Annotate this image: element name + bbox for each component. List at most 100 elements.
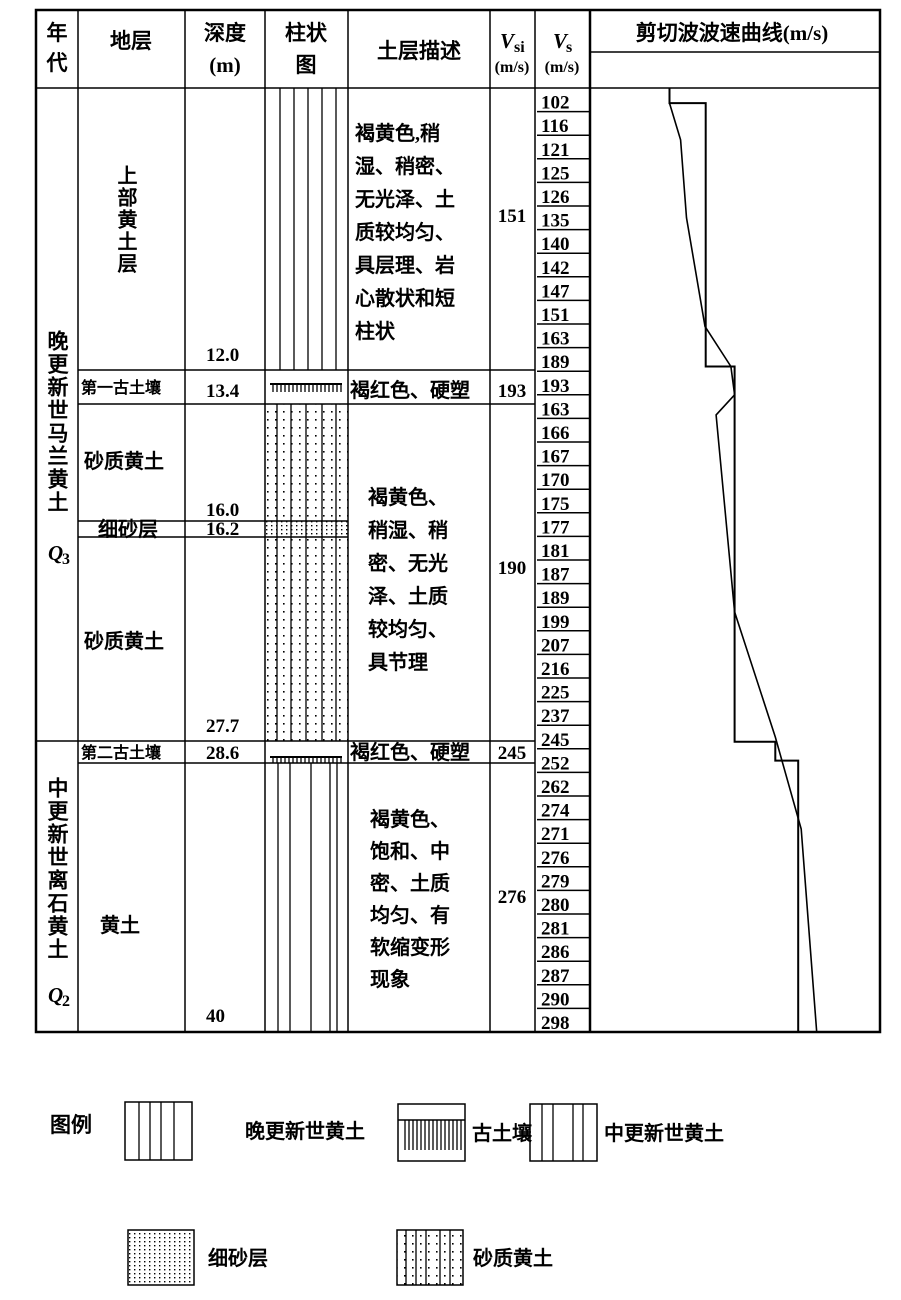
vsi-step-line (668, 88, 800, 1032)
description-line: 软缩变形 (370, 935, 450, 959)
table-header: 年 代 地层 深度 (m) 柱状 图 土层描述 V si (m/s) V s (… (46, 21, 829, 77)
stratum-label: 砂质黄土 (84, 629, 164, 653)
vs-cell: 262 (537, 777, 590, 798)
vs-cell: 116 (537, 116, 590, 137)
legend-label: 晚更新世黄土 (245, 1119, 365, 1143)
era-label-late: 晚更新世马兰黄土 (45, 329, 69, 514)
header-vsi-unit: (m/s) (495, 59, 530, 76)
vsi-value: 276 (498, 887, 527, 908)
era-symbol-q2: Q (48, 983, 63, 1007)
description-line: 泽、土质 (368, 585, 448, 608)
vs-value: 245 (541, 730, 570, 751)
vs-value: 207 (541, 635, 570, 656)
vs-cell: 163 (537, 399, 590, 420)
era-column: 晚更新世马兰黄土 Q 3 中更新世离石黄土 Q 2 (45, 329, 70, 1010)
vs-value: 281 (541, 919, 570, 940)
vs-value: 140 (541, 234, 570, 255)
description-line: 密、土质 (370, 871, 450, 895)
legend-swatch-late-loess (124, 1101, 193, 1161)
description-line: 褐红色、硬塑 (349, 378, 470, 402)
vsi-value: 245 (498, 743, 527, 764)
vs-cell: 126 (537, 187, 590, 208)
sandy-loess-pattern (266, 404, 348, 741)
header-vs-unit: (m/s) (545, 59, 580, 76)
vs-cell: 135 (537, 211, 590, 232)
strata-column: 上部黄土层 第一古土壤 砂质黄土 细砂层 砂质黄土 第二古土壤 黄土 (81, 165, 164, 937)
description-line: 心散状和短 (355, 286, 455, 310)
vs-cell: 163 (537, 329, 590, 350)
vs-value: 125 (541, 163, 570, 184)
vs-cell: 225 (537, 683, 590, 704)
legend-label: 中更新世黄土 (604, 1121, 724, 1145)
legend-title: 图例 (50, 1113, 92, 1137)
vs-value: 216 (541, 659, 570, 680)
vs-value: 276 (541, 848, 570, 869)
vs-cell: 216 (537, 659, 590, 680)
depth-value: 16.2 (206, 519, 239, 540)
vs-value: 274 (541, 801, 570, 822)
vs-value: 187 (541, 565, 570, 586)
depth-value: 16.0 (206, 500, 239, 521)
header-description: 土层描述 (377, 39, 461, 63)
description-line: 稍湿、稍 (368, 519, 448, 542)
vs-value: 163 (541, 329, 570, 350)
vs-cell: 121 (537, 140, 590, 161)
vs-value: 290 (541, 989, 570, 1010)
vs-cell: 237 (537, 706, 590, 727)
vs-value: 280 (541, 895, 570, 916)
curve-title: 剪切波波速曲线(m/s) (636, 21, 829, 45)
description-line: 柱状 (355, 319, 396, 343)
loess-pattern (279, 88, 337, 370)
vs-cell: 181 (537, 541, 590, 562)
vs-value: 189 (541, 352, 570, 373)
description-line: 褐黄色、 (369, 807, 450, 831)
era-sub-q3: 3 (62, 551, 70, 568)
legend-swatch-fine-sand (127, 1229, 195, 1286)
header-column-2: 图 (296, 53, 317, 77)
vs-cell: 274 (537, 801, 590, 822)
legend-swatch-sandy-loess (396, 1229, 464, 1286)
vs-cell: 147 (537, 281, 590, 302)
velocity-curves (668, 88, 818, 1033)
depth-value: 13.4 (206, 381, 240, 402)
vs-value: 163 (541, 399, 570, 420)
header-column-1: 柱状 (285, 21, 328, 45)
legend-swatch-paleosol (397, 1103, 466, 1162)
vs-cell: 189 (537, 588, 590, 609)
stratum-label: 第二古土壤 (81, 743, 162, 762)
vs-value: 175 (541, 494, 570, 515)
legend: 图例 晚更新世黄土 古土壤 中更新世黄土 细砂层 砂质黄土 (50, 1101, 724, 1286)
vs-column: 1021161211251261351401421471511631891931… (537, 93, 590, 1034)
description-line: 现象 (370, 967, 410, 991)
vs-cell: 166 (537, 423, 590, 444)
vs-value: 199 (541, 612, 570, 633)
header-vs-sub: s (566, 39, 572, 56)
description-line: 均匀、有 (370, 903, 450, 927)
depth-value: 28.6 (206, 743, 239, 764)
vs-value: 135 (541, 211, 570, 232)
vs-value: 237 (541, 706, 570, 727)
header-era-1: 年 (47, 21, 68, 45)
vs-value: 126 (541, 187, 570, 208)
vs-cell: 279 (537, 871, 590, 892)
vs-cell: 175 (537, 494, 590, 515)
vs-value: 262 (541, 777, 570, 798)
stratum-label: 细砂层 (98, 517, 158, 541)
vs-cell: 276 (537, 848, 590, 869)
description-line: 具节理 (368, 650, 428, 674)
vs-cell: 151 (537, 305, 590, 326)
description-line: 无光泽、土 (355, 188, 455, 211)
vsi-value: 193 (498, 381, 527, 402)
vs-value: 142 (541, 258, 570, 279)
vs-cell: 287 (537, 966, 590, 987)
vs-value: 170 (541, 470, 570, 491)
header-era-2: 代 (46, 51, 68, 75)
depth-value: 12.0 (206, 345, 239, 366)
era-symbol-q3: Q (48, 541, 63, 565)
vs-value: 279 (541, 871, 570, 892)
vs-cell: 245 (537, 730, 590, 751)
vs-value: 151 (541, 305, 570, 326)
description-line: 密、无光 (368, 551, 448, 575)
vs-value: 121 (541, 140, 570, 161)
